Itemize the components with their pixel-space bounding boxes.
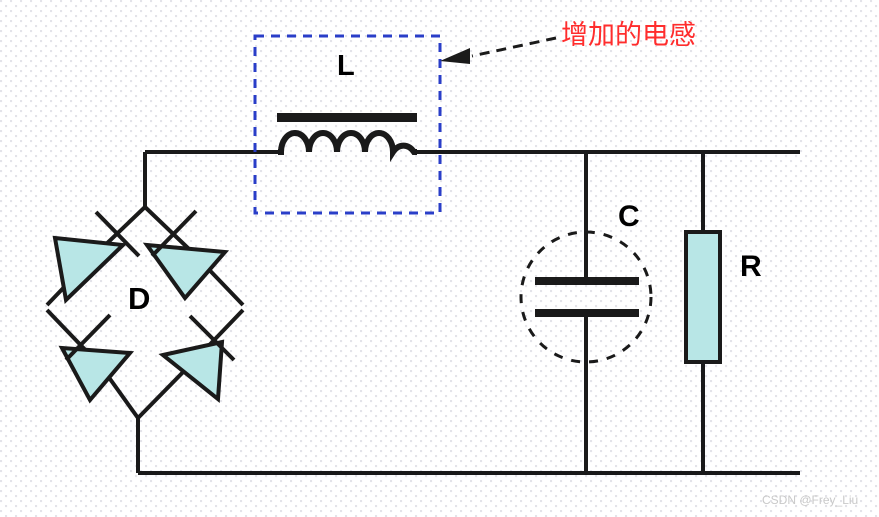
wire-group [136,150,800,475]
resistor-label: R [740,250,762,283]
capacitor-plate-bottom [535,309,639,317]
diode-lower-right [158,314,236,403]
diode-bridge-label: D [128,281,151,316]
annotation-text: 增加的电感 [561,20,696,51]
resistor-symbol [684,230,722,364]
diode-lower-left-triangle [58,345,135,404]
inductor-label: L [337,50,355,82]
annotation-arrowhead-icon [440,48,470,64]
inductor-core-bar [277,113,417,122]
diode-upper-left-triangle [52,235,128,305]
capacitor-highlight-circle [519,230,653,364]
resistor-body [684,230,722,364]
diode-bridge [45,205,245,420]
diode-lower-right-triangle [158,339,225,403]
diode-upper-left-cathode-bar [94,210,141,258]
bridge-edge-top-right [143,205,192,252]
diode-lower-left [58,313,135,404]
capacitor-symbol [519,230,653,364]
bridge-edge-bottom-right [136,363,192,420]
inductor-highlight-annotation [253,34,557,215]
watermark: CSDN @Frey_Liu [762,493,859,507]
inductor-symbol [277,113,417,163]
diode-upper-right-cathode-bar [150,209,198,258]
diode-upper-right [142,209,230,302]
inductor-coil [278,130,417,163]
diode-lower-left-cathode-bar [64,313,112,362]
capacitor-plate-top [535,277,639,285]
annotation-leader-line [471,36,557,58]
diode-upper-left [52,210,141,305]
diode-lower-right-cathode-bar [188,314,236,362]
capacitor-label: C [618,200,640,233]
inductor-highlight-box [253,34,442,215]
diode-upper-right-triangle [142,242,230,302]
